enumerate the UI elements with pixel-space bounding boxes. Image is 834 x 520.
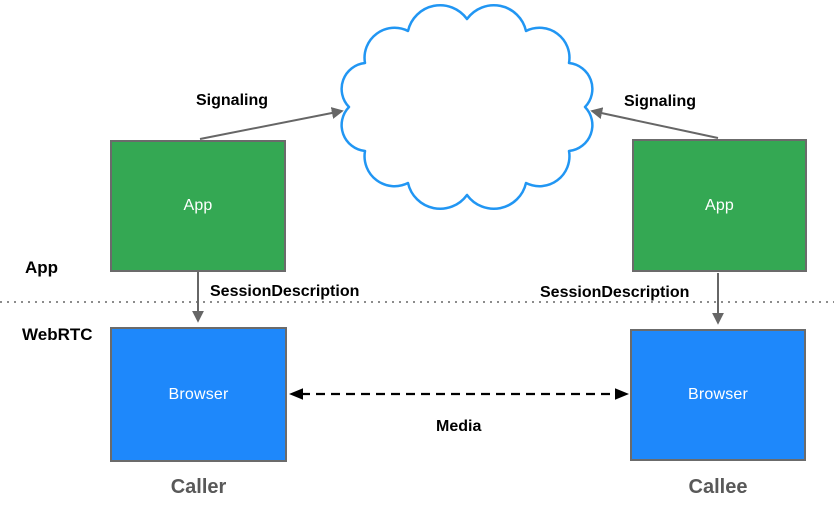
callee-app-label: App xyxy=(704,196,735,214)
caller-browser-box: Browser xyxy=(110,327,287,462)
layer-label-webrtc: WebRTC xyxy=(22,325,93,344)
media-arrowhead-right xyxy=(615,388,629,400)
callee-browser-label: Browser xyxy=(687,386,749,403)
session-description-label-right: SessionDescription xyxy=(540,284,690,301)
signaling-arrow-left xyxy=(199,107,344,140)
callee-role-label: Callee xyxy=(688,476,748,498)
signaling-cloud-icon xyxy=(340,4,594,210)
caller-app-label: App xyxy=(183,197,213,214)
media-arrow xyxy=(289,388,629,400)
signaling-label-left: Signaling xyxy=(196,92,268,109)
caller-app-box: App xyxy=(110,140,286,272)
session-description-label-left: SessionDescription xyxy=(210,283,360,300)
callee-browser-box: Browser xyxy=(630,329,806,461)
signaling-label-right: Signaling xyxy=(624,93,696,110)
media-label: Media xyxy=(436,418,482,435)
signaling-arrow-right xyxy=(590,107,719,139)
layer-label-app: App xyxy=(25,258,59,277)
caller-role-label: Caller xyxy=(170,476,227,498)
callee-app-box: App xyxy=(632,139,807,272)
media-arrowhead-left xyxy=(289,388,303,400)
caller-browser-label: Browser xyxy=(168,385,229,403)
